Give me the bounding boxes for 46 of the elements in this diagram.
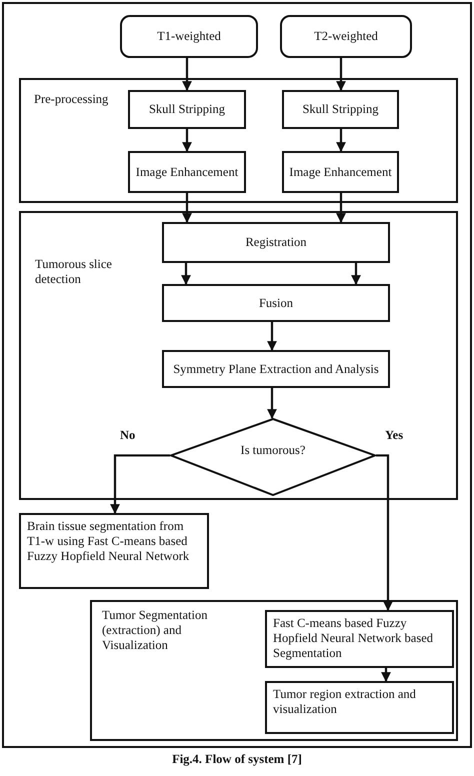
node-label: T2-weighted — [314, 29, 378, 44]
arrow — [351, 263, 361, 285]
arrow — [267, 322, 277, 351]
process-box — [265, 681, 454, 734]
group-heading: Tumor Segmentation (extraction) and Visualization — [102, 608, 208, 653]
node-label: Fusion — [258, 296, 294, 310]
process-box — [162, 222, 390, 263]
node-label: Is tumorous? — [240, 442, 306, 458]
arrow — [336, 58, 346, 91]
arrow — [182, 193, 192, 223]
group-panel — [19, 78, 458, 203]
node-label: Skull Stripping — [148, 102, 226, 117]
process-box — [162, 350, 390, 388]
group-panel — [90, 600, 458, 741]
group-panel — [19, 211, 458, 500]
node-label: T1-weighted — [157, 29, 221, 44]
arrow — [110, 454, 170, 514]
group-heading: Pre-processing — [34, 92, 110, 107]
arrow — [267, 388, 277, 419]
node-label: Image Enhancement — [289, 164, 392, 180]
arrow — [381, 668, 391, 682]
arrow — [376, 454, 393, 611]
arrow — [181, 263, 191, 285]
process-box — [128, 90, 246, 129]
node-label: Fast C-means based Fuzzy Hopfield Neural Network based Segmentation — [273, 616, 434, 661]
process-box — [282, 90, 399, 129]
process-box — [19, 513, 209, 589]
node-label: Tumor region extraction and visualization — [273, 687, 417, 717]
process-box — [128, 151, 246, 193]
figure-caption: Fig.4. Flow of system [7] — [172, 752, 302, 767]
node-label: Skull Stripping — [302, 102, 379, 117]
arrow — [336, 129, 346, 152]
node-label: Brain tissue segmentation from T1-w using Fast C-means based Fuzzy Hopfield Neural Network — [27, 519, 190, 564]
node-label: Symmetry Plane Extraction and Analysis — [173, 362, 379, 376]
node-label: Image Enhancement — [136, 164, 238, 180]
arrow — [182, 58, 192, 91]
process-box — [265, 610, 454, 668]
process-box — [282, 151, 399, 193]
process-box — [162, 284, 390, 322]
decision-diamond — [170, 418, 376, 496]
arrow — [182, 129, 192, 152]
node-label: Registration — [245, 235, 307, 250]
input-box — [120, 15, 258, 58]
arrow — [336, 193, 346, 223]
input-box — [280, 15, 412, 58]
group-heading: Tumorous slice detection — [35, 257, 113, 287]
